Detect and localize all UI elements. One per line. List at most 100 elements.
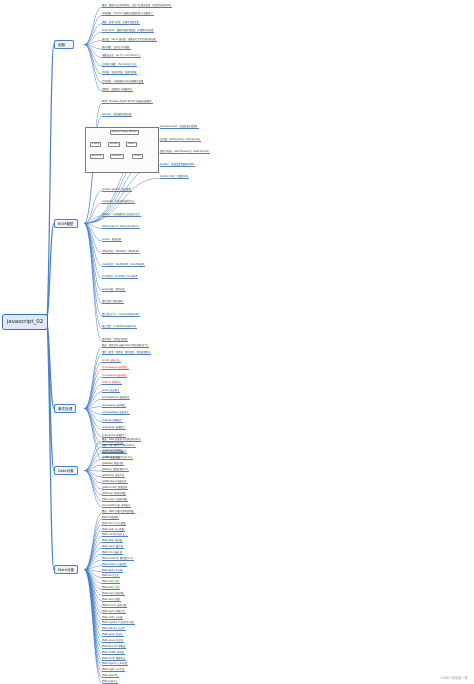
leaf-item[interactable]: getDate() 获取日期 bbox=[102, 462, 124, 466]
leaf-item[interactable]: Math.PI 圆周率 bbox=[102, 515, 120, 520]
leaf-item[interactable]: 概述：Date 对象用于处理日期与时间 bbox=[102, 438, 142, 442]
leaf-item[interactable]: Math.cos() 余弦 bbox=[102, 580, 121, 585]
leaf-item[interactable]: getMonth() 获取月份(0-11) bbox=[102, 456, 133, 460]
leaf-item[interactable]: getHours() 获取小时 bbox=[102, 474, 126, 478]
leaf-item[interactable]: onsubmit 表单提交 bbox=[102, 448, 124, 453]
leaf-item[interactable]: onmouseout 鼠标离开 bbox=[102, 373, 128, 378]
leaf-item[interactable]: onkeydown 按键按下 bbox=[102, 426, 126, 431]
leaf-item[interactable]: 清除定时器：clearTimeout() / clearInterval() bbox=[160, 150, 211, 155]
leaf-item[interactable]: Math.trunc() 去除小数 bbox=[102, 603, 128, 608]
leaf-item[interactable]: 匿名函数：没有名字的函数 bbox=[102, 46, 131, 50]
leaf-item[interactable]: Math.log() 自然对数 bbox=[102, 592, 125, 597]
leaf-item[interactable]: Math.sin() 正弦 bbox=[102, 574, 120, 579]
leaf-item[interactable]: onmouseup 鼠标弹起 bbox=[102, 403, 127, 408]
leaf-item[interactable]: 事件冒泡与事件捕获 bbox=[102, 300, 124, 305]
leaf-item[interactable]: 创建：var date = new Date() bbox=[102, 444, 136, 448]
leaf-item[interactable]: Math.asin() 反正弦 bbox=[102, 633, 124, 638]
leaf-item[interactable]: onfocus 获得焦点 bbox=[102, 381, 122, 386]
leaf-item[interactable]: 预解析：变量提升与函数提升 bbox=[102, 88, 133, 92]
leaf-item[interactable]: 作用域链：内部函数访问外部函数的变量 bbox=[102, 79, 145, 84]
leaf-item[interactable]: Math.sqrt() 平方根 bbox=[102, 568, 124, 573]
leaf-item[interactable]: Math.log2() 以2为底 bbox=[102, 668, 126, 673]
leaf-item[interactable]: Math.sign() 判断正负 bbox=[102, 609, 126, 614]
leaf-item[interactable]: 事件委托：利用冒泡原理 bbox=[102, 338, 129, 342]
leaf-item[interactable]: 阻止默认行为：e.preventDefault() bbox=[102, 312, 141, 317]
leaf-item[interactable]: 概述：函数可以封装代码块，并且可以重复使用，提高代码的复用性 bbox=[102, 4, 172, 8]
panel-item: screen bbox=[132, 154, 143, 159]
leaf-item[interactable]: getMinutes() 获取分钟 bbox=[102, 480, 128, 484]
leaf-item[interactable]: offset系列：offsetTop / offsetLeft bbox=[102, 250, 140, 255]
leaf-item[interactable]: toLocaleString() 本地格式 bbox=[102, 504, 132, 508]
panel-item: document bbox=[90, 154, 105, 159]
leaf-item[interactable]: history：与浏览器历史记录进行交互 bbox=[102, 212, 141, 217]
leaf-item[interactable]: Math.random() 随机数 [0,1) bbox=[102, 556, 134, 561]
branch-node[interactable]: Date对象 bbox=[54, 466, 78, 475]
leaf-item[interactable]: Math.exp() 指数 bbox=[102, 597, 121, 602]
leaf-item[interactable]: onkeypress 按键按下 bbox=[102, 433, 126, 438]
leaf-item[interactable]: 返回值：return 返回值，函数执行完毕后返回的结果 bbox=[102, 37, 157, 42]
leaf-connector bbox=[83, 177, 161, 224]
branch-node[interactable]: 函数 bbox=[54, 40, 74, 49]
leaf-item[interactable]: BOM：Browser Object Model 浏览器对象模型 bbox=[102, 100, 153, 104]
leaf-item[interactable]: onblur 失去焦点 bbox=[102, 388, 121, 393]
leaf-item[interactable]: client系列：clientWidth / clientHeight bbox=[102, 262, 146, 267]
leaf-connector bbox=[83, 15, 103, 45]
leaf-item[interactable]: Math.pow(x,y) 幂运算 bbox=[102, 562, 128, 567]
leaf-item[interactable]: Date.now() 当前时间戳 bbox=[102, 498, 128, 502]
leaf-item[interactable]: Math.round() 四舍五入 bbox=[102, 533, 128, 538]
leaf-item[interactable]: Math.clz32() 前导零 bbox=[102, 650, 125, 655]
leaf-item[interactable]: Math.atan2() 反正切 bbox=[102, 627, 126, 632]
leaf-item[interactable]: 声明函数：function 函数名(参数列表){ 函数体 } bbox=[102, 12, 154, 17]
leaf-item[interactable]: Math.expm1() bbox=[102, 674, 120, 679]
leaf-item[interactable]: 阻止冒泡：e.stopPropagation() bbox=[102, 325, 138, 330]
leaf-item[interactable]: location.search：返回参数 bbox=[102, 187, 132, 192]
leaf-item[interactable]: arguments：函数内部的伪数组，存储所有的实参 bbox=[102, 29, 155, 34]
leaf-item[interactable]: onmouseover 鼠标经过 bbox=[102, 366, 129, 371]
leaf-item[interactable]: Math.floor() 向下取整 bbox=[102, 521, 127, 526]
leaf-item[interactable]: window：浏览器的顶级对象 bbox=[102, 112, 133, 117]
leaf-connector bbox=[83, 569, 103, 649]
leaf-item[interactable]: Math.acos() 反余弦 bbox=[102, 638, 125, 643]
leaf-item[interactable]: 概述：Math 对象不是构造函数 bbox=[102, 510, 135, 514]
leaf-item[interactable]: Math.fround() 单精度 bbox=[102, 644, 127, 649]
leaf-item[interactable]: getTime() 获取时间戳 bbox=[102, 492, 127, 496]
leaf-item[interactable]: getFullYear() 获取年份 bbox=[102, 450, 128, 454]
leaf-item[interactable]: Math.hypot() 平方和的平方根 bbox=[102, 621, 135, 626]
leaf-item[interactable]: getSeconds() 获取秒钟 bbox=[102, 486, 129, 490]
leaf-item[interactable]: Math.ceil() 向上取整 bbox=[102, 527, 126, 532]
leaf-item[interactable]: location：获取或设置窗体的URL bbox=[160, 162, 196, 167]
leaf-item[interactable]: window.onload：页面加载完成事件 bbox=[160, 125, 199, 130]
leaf-item[interactable]: Math.min() 最小值 bbox=[102, 551, 124, 556]
leaf-item[interactable]: 事件三要素：事件源、事件类型、事件处理程序 bbox=[102, 351, 152, 356]
leaf-item[interactable]: location.href：完整的URL bbox=[160, 175, 190, 180]
branch-node[interactable]: 事件处理 bbox=[54, 404, 77, 413]
branch-node[interactable]: BOM模型 bbox=[54, 219, 78, 228]
leaf-item[interactable]: screen：屏幕对象 bbox=[102, 237, 123, 242]
leaf-item[interactable]: 立即执行函数：(function(){})() bbox=[102, 62, 137, 67]
leaf-item[interactable]: onchange 内容改变 bbox=[102, 441, 125, 446]
leaf-item[interactable]: onkeyup 按键松开 bbox=[102, 418, 123, 423]
leaf-item[interactable]: Math.max() 最大值 bbox=[102, 545, 124, 550]
leaf-item[interactable]: navigator：包含浏览器的信息 bbox=[102, 200, 135, 205]
leaf-item[interactable]: onmousedown 鼠标按下 bbox=[102, 411, 130, 416]
leaf-item[interactable]: 作用域：全局作用域、局部作用域 bbox=[102, 71, 138, 76]
leaf-item[interactable]: 概述：事件是可以被JavaScript侦测到的行为 bbox=[102, 344, 149, 348]
root-node[interactable]: javascript_02 bbox=[2, 314, 48, 330]
leaf-item[interactable]: Math.imul() 整数乘法 bbox=[102, 656, 127, 661]
leaf-item[interactable]: getDay() 获取星期(0-6) bbox=[102, 468, 129, 472]
leaf-item[interactable]: Math.log10() 以10为底 bbox=[102, 662, 129, 667]
watermark: CSDN @给我一杯 bbox=[440, 676, 468, 680]
leaf-item[interactable]: onclick 鼠标点击 bbox=[102, 358, 121, 363]
branch-node[interactable]: Math对象 bbox=[54, 565, 79, 574]
leaf-item[interactable]: 定时器：setTimeout() / setInterval() bbox=[160, 137, 202, 142]
leaf-item[interactable]: Math.log1p() bbox=[102, 680, 118, 684]
leaf-item[interactable]: Math.cbrt() 立方根 bbox=[102, 615, 124, 620]
leaf-item[interactable]: onmousemove 鼠标移动 bbox=[102, 396, 130, 401]
leaf-item[interactable]: Math.tan() 正切 bbox=[102, 586, 121, 591]
leaf-item[interactable]: 函数表达式：var fn = function(){} bbox=[102, 54, 141, 59]
leaf-item[interactable]: history.back() / history.forward() bbox=[102, 225, 140, 230]
leaf-item[interactable]: 参数：形参与实参，实参传递给形参 bbox=[102, 20, 140, 25]
leaf-item[interactable]: Math.abs() 绝对值 bbox=[102, 539, 123, 544]
leaf-item[interactable]: event对象：事件对象 bbox=[102, 287, 126, 292]
leaf-item[interactable]: scroll系列：scrollTop / scrollLeft bbox=[102, 275, 139, 280]
